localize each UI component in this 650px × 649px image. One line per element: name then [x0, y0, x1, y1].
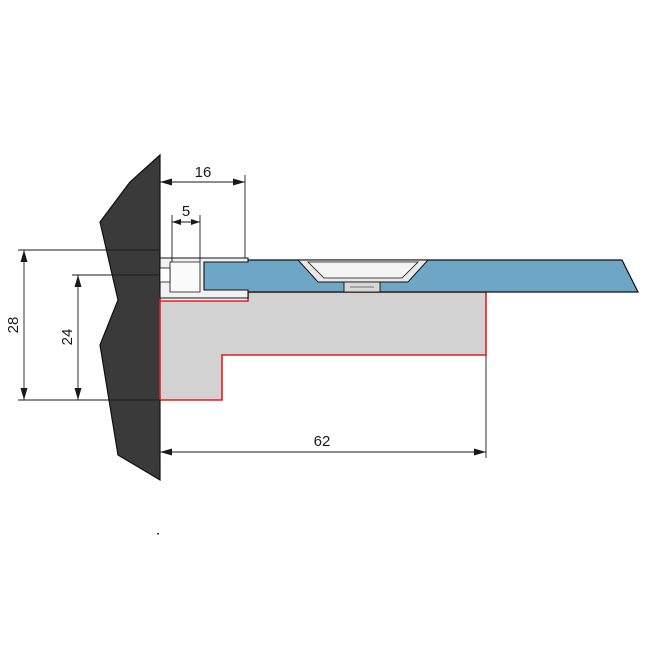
shelf-bracket	[159, 291, 487, 401]
dim-label-62: 62	[314, 433, 331, 450]
arrow-5-right	[191, 219, 200, 225]
u-profile-inner	[169, 261, 201, 293]
dim-label-24: 24	[59, 329, 76, 346]
arrow-62-right	[474, 448, 486, 456]
arrow-24-bottom	[74, 388, 82, 400]
stray-mark	[157, 533, 159, 535]
dim-label-16: 16	[195, 164, 212, 181]
arrow-28-top	[20, 250, 28, 262]
arrow-28-bottom	[20, 388, 28, 400]
arrow-16-right	[233, 178, 245, 186]
dim-label-5: 5	[182, 203, 190, 220]
dim-label-28: 28	[5, 317, 22, 334]
arrow-16-left	[160, 178, 172, 186]
arrow-62-left	[160, 448, 172, 456]
arrow-5-left	[172, 219, 181, 225]
profile-clip	[159, 267, 171, 283]
wall-section	[99, 153, 161, 482]
fixing-inner-ring	[307, 261, 419, 279]
arrow-24-top	[74, 275, 82, 287]
